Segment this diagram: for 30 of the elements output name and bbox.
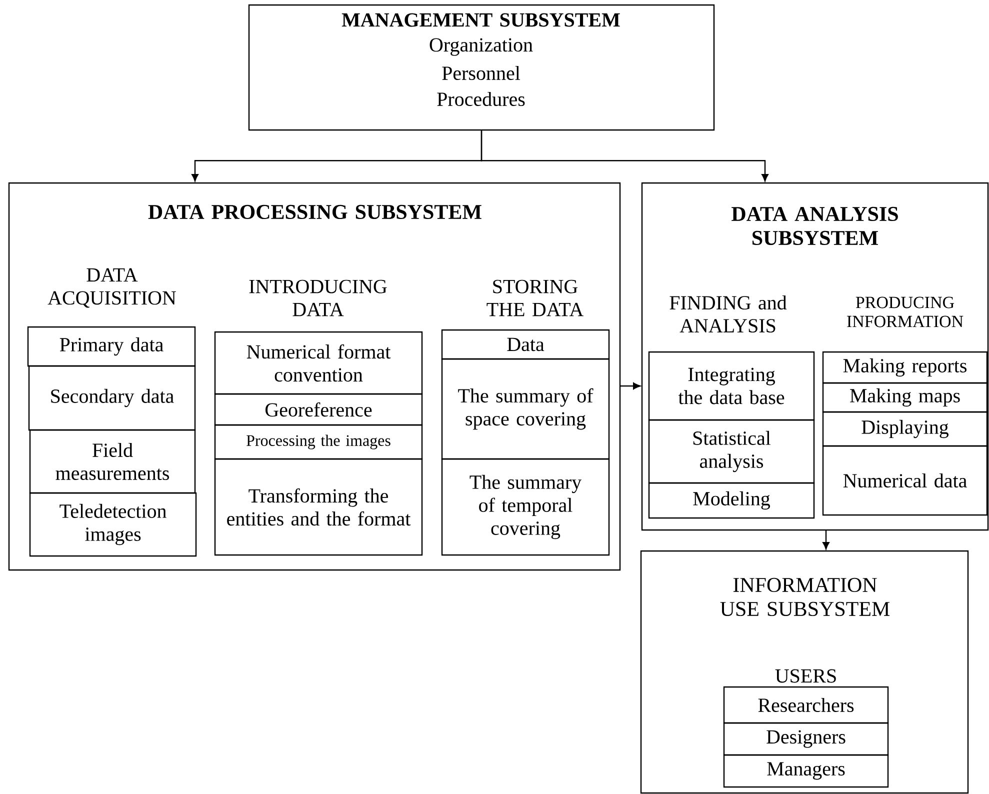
item-box: The summary of temporal covering bbox=[441, 458, 610, 556]
item-box: Researchers bbox=[723, 686, 889, 724]
column-heading: STORING THE DATA bbox=[486, 280, 584, 316]
column-heading: INTRODUCING DATA bbox=[249, 280, 387, 316]
column-heading: DATA ACQUISITION bbox=[48, 268, 176, 308]
subsystem-box: MANAGEMENT SUBSYSTEM Organization Personnel Procedures bbox=[248, 4, 715, 131]
item-box: Statistical analysis bbox=[648, 419, 815, 484]
item-box: Teledetection images bbox=[29, 492, 197, 557]
item-box: Displaying bbox=[822, 411, 988, 447]
item-box: Georeference bbox=[214, 393, 423, 426]
item-box: Managers bbox=[723, 754, 889, 788]
item-box: Secondary data bbox=[28, 365, 196, 431]
item-box: Making maps bbox=[822, 382, 988, 413]
item-box: Data bbox=[441, 329, 610, 360]
item-box: Modeling bbox=[648, 482, 815, 519]
item-box: Transforming the entities and the format bbox=[214, 458, 423, 556]
item-box: Numerical data bbox=[822, 445, 988, 516]
arrow bbox=[620, 382, 640, 390]
item-box: Numerical format convention bbox=[214, 331, 423, 395]
arrow bbox=[822, 530, 830, 550]
item-box: Processing the images bbox=[214, 424, 423, 460]
item-box: The summary of space covering bbox=[441, 358, 610, 460]
item-box: Making reports bbox=[822, 351, 988, 384]
item-box: Integrating the data base bbox=[648, 351, 815, 421]
column-heading: FINDING and ANALYSIS bbox=[670, 295, 787, 333]
arrow bbox=[480, 130, 768, 182]
item-box: Designers bbox=[723, 722, 889, 756]
item-box: Field measurements bbox=[29, 429, 196, 494]
column-heading: PRODUCING INFORMATION bbox=[847, 296, 964, 328]
item-box: Primary data bbox=[27, 326, 196, 367]
